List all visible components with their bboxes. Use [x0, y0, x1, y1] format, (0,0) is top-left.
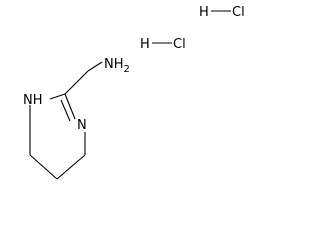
c2-n3-double-bond-inner — [60, 99, 71, 122]
ch2-nh2-bond — [87, 61, 103, 72]
hcl-1-hydrogen-label: H — [199, 5, 209, 20]
hcl-1-chlorine-label: Cl — [232, 5, 245, 20]
ring-nh-label: NH — [23, 93, 43, 108]
chemical-structure-diagram: H Cl H Cl NH2 NH N — [23, 5, 245, 180]
c5-c4-bond — [56, 154, 86, 180]
c2-ch2-bond — [64, 70, 89, 95]
c2-n3-double-bond-outer — [64, 93, 76, 120]
hcl-2-hydrogen-label: H — [140, 37, 150, 52]
c6-c5-bond — [29, 154, 58, 180]
ring-n-label: N — [77, 118, 87, 133]
c2-n1-bond — [49, 93, 66, 100]
hcl-2-chlorine-label: Cl — [173, 37, 186, 52]
amine-label: NH2 — [104, 57, 130, 75]
